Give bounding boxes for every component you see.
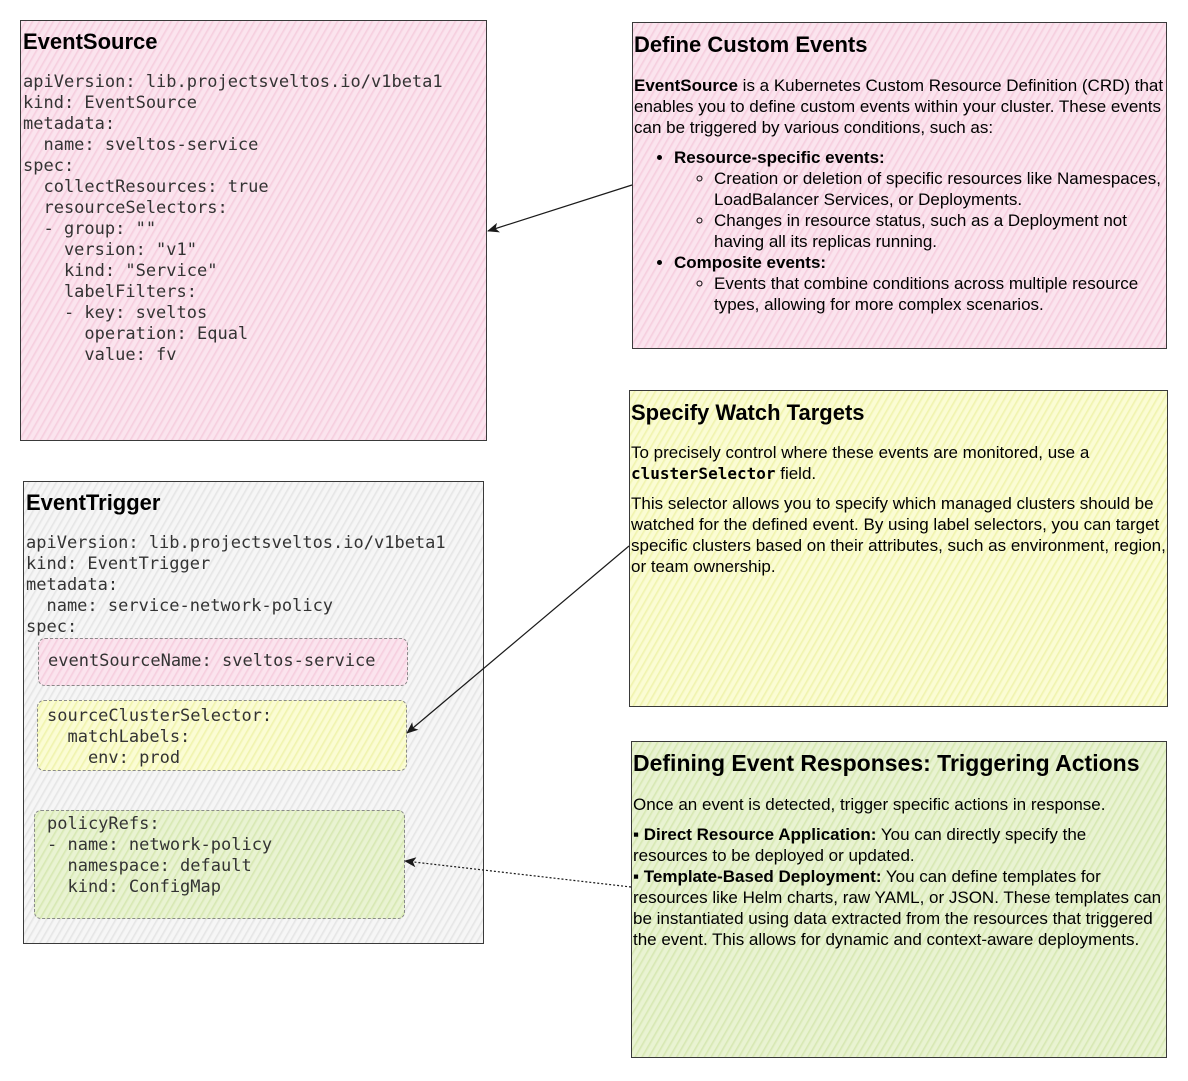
list-item: Changes in resource status, such as a De… [714, 210, 1165, 252]
event-trigger-box[interactable]: EventTrigger apiVersion: lib.projectsvel… [23, 481, 484, 944]
direct-resource-application-text: You can directly specify the resources t… [633, 825, 1087, 865]
event-trigger-title: EventTrigger [26, 490, 161, 515]
list-item: Resource-specific events: Creation or de… [674, 147, 1165, 252]
watch-targets-paragraph-2: This selector allows you to specify whic… [631, 494, 1166, 576]
cluster-selector-block[interactable]: sourceClusterSelector: matchLabels: env:… [37, 700, 407, 771]
template-based-deployment-text: You can define templates for resources l… [633, 867, 1162, 949]
custom-events-title: Define Custom Events [634, 32, 868, 57]
watch-targets-box[interactable]: Specify Watch Targets To precisely contr… [629, 390, 1168, 707]
watch-targets-title: Specify Watch Targets [631, 400, 865, 425]
event-source-yaml: apiVersion: lib.projectsveltos.io/v1beta… [23, 72, 443, 365]
list-item: Creation or deletion of specific resourc… [714, 168, 1165, 210]
watch-targets-p1-start: To precisely control where these events … [631, 443, 1090, 462]
bullet-resource-specific: Resource-specific events: [674, 148, 885, 167]
custom-events-intro-text: is a Kubernetes Custom Resource Definiti… [634, 76, 1164, 137]
sublist: Creation or deletion of specific resourc… [674, 168, 1165, 252]
watch-targets-p1-end: field. [775, 464, 817, 483]
cluster-selector-code: clusterSelector [631, 464, 776, 483]
arrow-watch-targets-to-cluster-selector [406, 545, 630, 734]
arrow-event-responses-to-policy-refs [404, 857, 632, 888]
event-source-name-block[interactable]: eventSourceName: sveltos-service [38, 638, 408, 686]
event-trigger-yaml-header: apiVersion: lib.projectsveltos.io/v1beta… [26, 533, 446, 637]
event-responses-item-1: ▪ Direct Resource Application: You can d… [633, 825, 1087, 865]
event-source-title: EventSource [23, 29, 158, 54]
event-responses-item-2: ▪ Template-Based Deployment: You can def… [633, 867, 1162, 949]
list-item: Composite events: Events that combine co… [674, 252, 1165, 315]
arrow-custom-events-to-event-source [487, 184, 633, 233]
event-responses-intro: Once an event is detected, trigger speci… [633, 795, 1106, 814]
template-based-deployment-label: Template-Based Deployment: [643, 867, 882, 886]
sublist: Events that combine conditions across mu… [674, 273, 1165, 315]
policy-refs-yaml: policyRefs: - name: network-policy names… [47, 814, 273, 897]
event-source-box[interactable]: EventSource apiVersion: lib.projectsvelt… [20, 20, 487, 441]
event-responses-box[interactable]: Defining Event Responses: Triggering Act… [631, 741, 1167, 1058]
watch-targets-body: To precisely control where these events … [631, 442, 1166, 586]
custom-events-list: Resource-specific events: Creation or de… [634, 147, 1165, 315]
custom-events-intro-bold: EventSource [634, 76, 738, 95]
custom-events-intro: EventSource is a Kubernetes Custom Resou… [634, 75, 1165, 138]
custom-events-box[interactable]: Define Custom Events EventSource is a Ku… [632, 22, 1167, 349]
cluster-selector-yaml: sourceClusterSelector: matchLabels: env:… [47, 706, 273, 768]
event-source-name-yaml: eventSourceName: sveltos-service [48, 651, 376, 671]
event-responses-title: Defining Event Responses: Triggering Act… [633, 750, 1140, 776]
policy-refs-block[interactable]: policyRefs: - name: network-policy names… [34, 810, 405, 919]
watch-targets-paragraph-1: To precisely control where these events … [631, 442, 1166, 484]
list-item: Events that combine conditions across mu… [714, 273, 1165, 315]
event-responses-body: Once an event is detected, trigger speci… [633, 794, 1165, 950]
direct-resource-application-label: Direct Resource Application: [643, 825, 877, 844]
bullet-composite: Composite events: [674, 253, 827, 272]
custom-events-body: EventSource is a Kubernetes Custom Resou… [634, 75, 1165, 315]
